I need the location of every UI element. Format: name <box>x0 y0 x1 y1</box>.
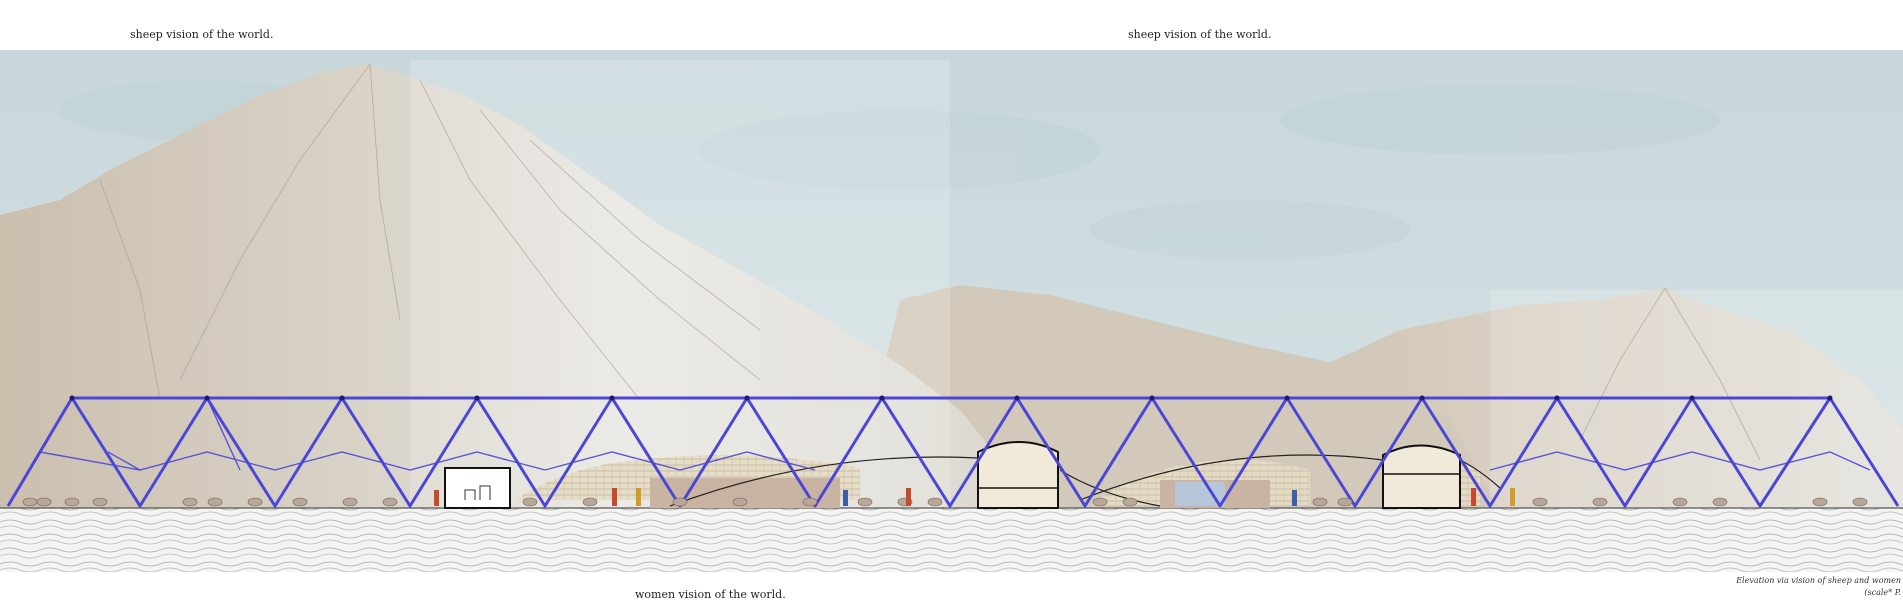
ground-section <box>0 508 1903 572</box>
mountain-highlight-block <box>410 60 950 510</box>
hut-center <box>977 441 1059 509</box>
women-vision-label: women vision of the world. <box>635 588 786 601</box>
sheep-vision-label-left: sheep vision of the world. <box>130 28 274 41</box>
mountain-highlight-block-right <box>1490 290 1903 510</box>
cables <box>669 454 1501 507</box>
scale-caption: (scale* P. <box>1864 588 1901 597</box>
hut-right <box>1382 444 1461 509</box>
truss-nodes <box>69 395 1833 401</box>
hut-left <box>444 467 511 509</box>
women-group <box>434 488 1515 506</box>
sheep-group <box>22 497 1868 507</box>
elevation-caption: Elevation via vision of sheep and women <box>1736 576 1901 585</box>
sheep-vision-label-right: sheep vision of the world. <box>1128 28 1272 41</box>
mountain-ridges <box>99 63 1761 461</box>
truss-bracing <box>39 397 1871 507</box>
